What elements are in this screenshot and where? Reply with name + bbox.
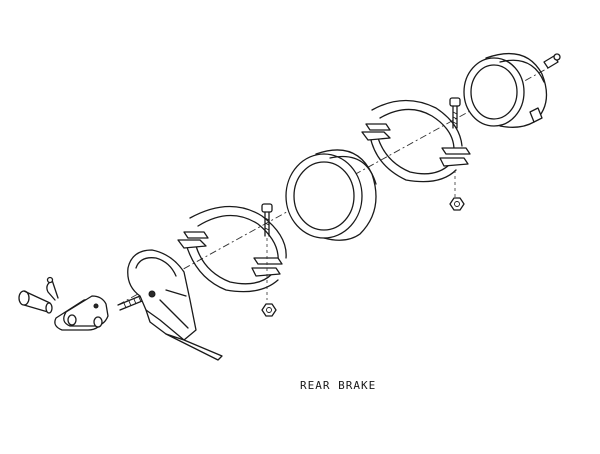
diagram-caption: REAR BRAKE [300, 379, 377, 392]
brake-band-right [361, 99, 471, 183]
grease-fitting [543, 53, 561, 69]
band-bolt-right [449, 97, 461, 129]
clevis-yoke [54, 295, 109, 331]
clevis-pin [18, 290, 53, 314]
band-nut-right [449, 197, 465, 211]
brake-drum [285, 149, 377, 241]
brake-cover [463, 52, 548, 128]
band-bolt-left [261, 203, 273, 237]
cotter-pin [46, 276, 59, 301]
band-nut-left [261, 303, 277, 317]
brake-band-left [177, 205, 287, 293]
brake-lever-bracket [127, 249, 223, 361]
